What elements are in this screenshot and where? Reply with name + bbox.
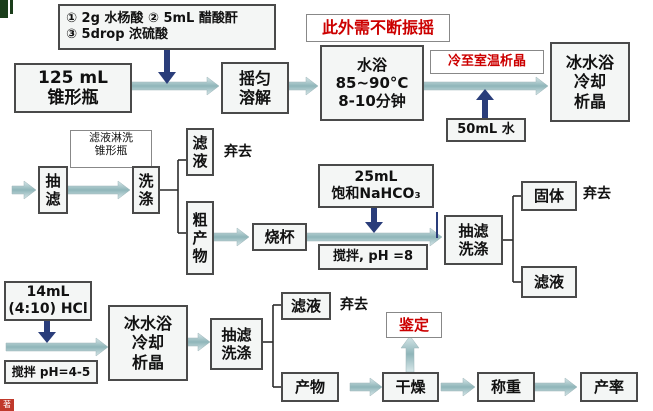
- flask-box: 125 mL 锥形瓶: [14, 63, 132, 113]
- reagents-box: ① 2g 水杨酸 ② 5mL 醋酸酐 ③ 5drop 浓硫酸: [58, 4, 276, 50]
- wash-box: 洗 涤: [132, 166, 160, 214]
- flow-arrow-up: [400, 335, 420, 373]
- ice-bath-bottom-box: 冰水浴 冷却 析晶: [108, 305, 188, 381]
- filtrate-bottom-box: 滤液: [281, 292, 331, 320]
- filtrate-mid-box: 滤液: [521, 266, 577, 298]
- flow-arrow: [11, 180, 37, 200]
- hcl-box: 14mL (4:10) HCl: [4, 281, 92, 321]
- corner-decoration-bar: [10, 0, 13, 14]
- identify-label: 鉴定: [386, 312, 442, 338]
- flow-arrow: [423, 76, 549, 96]
- suction-filter-box: 抽 滤: [38, 166, 68, 214]
- down-arrow: [38, 318, 56, 343]
- discard-1-label: 弃去: [224, 144, 252, 160]
- nahco3-box: 25mL 饱和NaHCO₃: [318, 164, 434, 208]
- flow-arrow: [288, 76, 319, 96]
- corner-badge: 著: [0, 399, 14, 411]
- dry-box: 干燥: [382, 372, 439, 402]
- flow-arrow: [130, 76, 220, 96]
- rinse-note: 滤液淋洗 锥形瓶: [70, 130, 152, 168]
- flow-arrow: [67, 180, 131, 200]
- flow-arrow: [5, 337, 109, 357]
- flow-arrow: [187, 332, 211, 352]
- filter-wash-bottom-box: 抽滤 洗涤: [210, 318, 263, 370]
- yield-box: 产率: [580, 372, 638, 402]
- discard-3-label: 弃去: [340, 297, 368, 313]
- ice-bath-top-box: 冰水浴 冷却 析晶: [550, 42, 630, 122]
- crude-product-box: 粗 产 物: [186, 201, 214, 275]
- solid-box: 固体: [521, 181, 577, 211]
- cool-room-label: 冷至室温析晶: [430, 50, 544, 74]
- flow-arrow: [440, 377, 476, 397]
- water-bath-box: 水浴 85~90°C 8-10分钟: [320, 45, 424, 121]
- flow-arrow: [534, 377, 578, 397]
- shake-dissolve-box: 摇匀 溶解: [221, 62, 289, 114]
- flow-arrow: [306, 227, 443, 247]
- down-arrow: [365, 208, 383, 233]
- corner-decoration: [0, 0, 8, 18]
- stir-ph8-box: 搅拌, pH =8: [318, 244, 428, 270]
- stir-ph45-box: 搅拌 pH=4-5: [4, 360, 98, 384]
- flow-arrow: [212, 227, 250, 247]
- warning-text: 此外需不断振摇: [306, 14, 450, 42]
- discard-2-label: 弃去: [583, 186, 611, 202]
- down-arrow: [158, 50, 176, 84]
- weigh-box: 称重: [477, 372, 535, 402]
- product-box: 产物: [281, 372, 339, 402]
- beaker-box: 烧杯: [252, 223, 307, 251]
- flow-arrow: [349, 377, 383, 397]
- up-arrow: [476, 89, 494, 118]
- filter-wash-mid-box: 抽滤 洗涤: [444, 215, 503, 265]
- filtrate-top-box: 滤 液: [186, 128, 214, 176]
- water-50-box: 50mL 水: [446, 118, 526, 142]
